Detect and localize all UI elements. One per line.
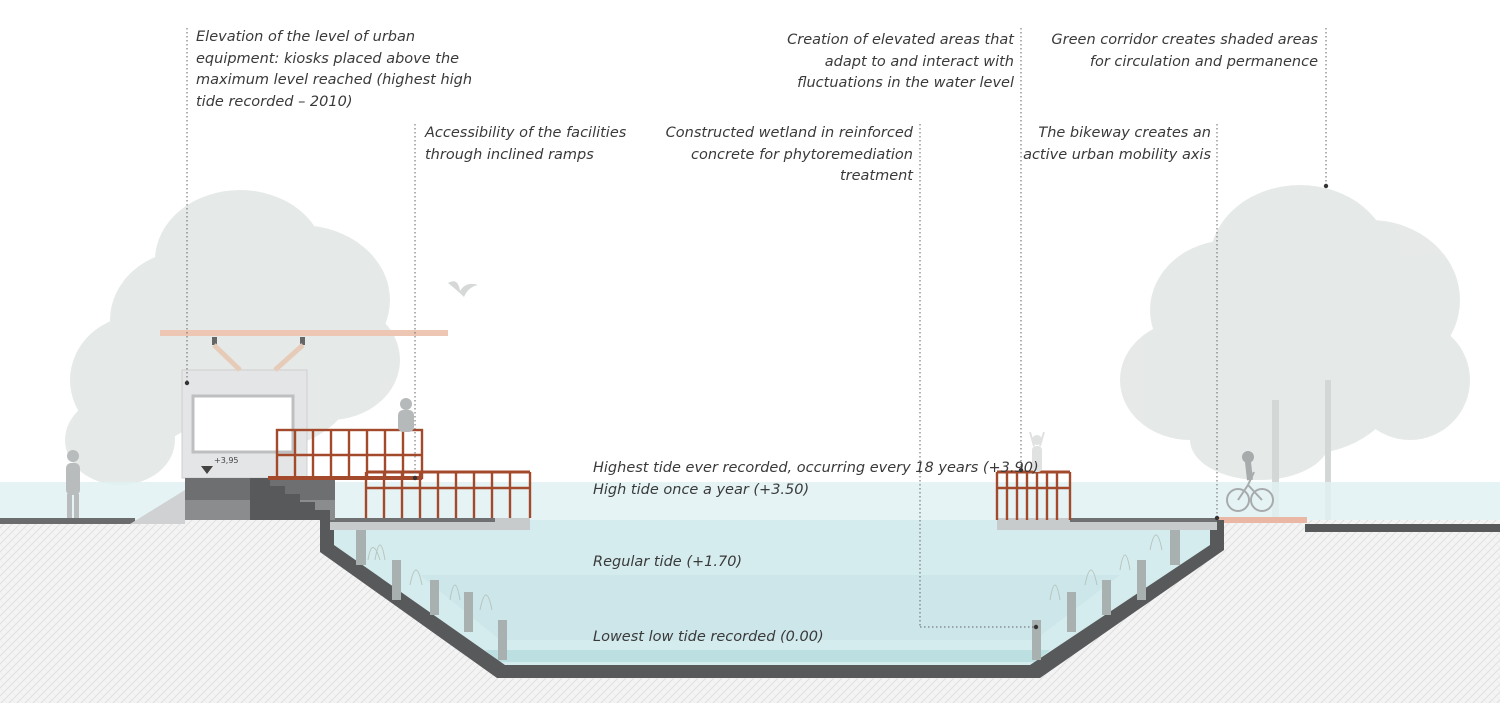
- tide-regular-label: Regular tide (+1.70): [593, 554, 743, 570]
- annotation-line: adapt to and interact with: [824, 53, 1014, 70]
- annotation-line: Creation of elevated areas that: [787, 32, 1014, 48]
- left-ramp: [130, 490, 185, 524]
- annotation-line: Accessibility of the facilities: [425, 125, 627, 141]
- pedestrian-left: [66, 450, 80, 518]
- canopy-support-left: [212, 337, 217, 345]
- leader-lines: [186, 28, 1327, 628]
- right-ground: [1305, 524, 1500, 532]
- annotation-line: Elevation of the level of urban: [196, 29, 416, 45]
- tide-lowest-label: Lowest low tide recorded (0.00): [593, 629, 824, 645]
- annotation-urban-equipment: Elevation of the level of urban equipmen…: [196, 27, 472, 113]
- annotation-line: concrete for phytoremediation: [690, 146, 913, 163]
- bird: [448, 281, 478, 297]
- person-stretching: [1029, 431, 1045, 472]
- channel-water-deep: [420, 575, 1120, 640]
- channel-water-lowest: [485, 650, 1050, 662]
- kiosk-level-label: +3,95: [214, 456, 239, 465]
- annotation-line: for circulation and permanence: [1089, 53, 1318, 70]
- annotation-line: fluctuations in the water level: [797, 75, 1014, 91]
- annotation-line: Green corridor creates shaded areas: [1051, 32, 1318, 48]
- annotation-line: Constructed wetland in reinforced: [665, 125, 913, 141]
- canopy-support-right: [300, 337, 305, 345]
- annotation-line: through inclined ramps: [425, 146, 594, 163]
- annotation-line: The bikeway creates an: [1038, 125, 1211, 141]
- annotation-line: equipment: kiosks placed above the: [196, 50, 460, 67]
- person-on-deck: [398, 398, 414, 432]
- right-railing: [995, 470, 1072, 520]
- kiosk-canopy: [160, 330, 448, 336]
- annotation-elevated-areas: Creation of elevated areas that adapt to…: [787, 30, 1014, 95]
- left-sidewalk: [0, 518, 135, 524]
- wetland-plants: [367, 534, 1163, 611]
- kiosk-window: [191, 394, 295, 454]
- tide-highest-label: Highest tide ever recorded, occurring ev…: [593, 460, 1039, 476]
- canopy-struts: [212, 343, 305, 372]
- tide-annual-label: High tide once a year (+3.50): [593, 482, 810, 498]
- annotation-line: maximum level reached (highest high: [196, 72, 473, 88]
- tree-right: [1120, 185, 1470, 520]
- bikeway-surface: [1215, 517, 1307, 523]
- wetland-posts: [356, 530, 1180, 660]
- annotation-green-corridor: Green corridor creates shaded areas for …: [1051, 30, 1318, 73]
- cyclist: [1226, 451, 1274, 512]
- ramp-railing: [364, 470, 532, 518]
- right-pier-edge: [1070, 518, 1217, 522]
- annotation-line: active urban mobility axis: [1023, 146, 1211, 163]
- annotation-line: tide recorded – 2010): [196, 93, 353, 110]
- annotation-line: treatment: [839, 168, 913, 184]
- annotation-bikeway: The bikeway creates an active urban mobi…: [1023, 123, 1211, 166]
- left-pier-edge: [330, 518, 495, 522]
- kiosk-railing: [268, 428, 424, 480]
- kiosk-stairs: [250, 478, 330, 520]
- level-marker-triangle: [201, 466, 213, 474]
- leader-dots: [184, 183, 1329, 630]
- annotation-wetland: Constructed wetland in reinforced concre…: [666, 123, 913, 188]
- annotation-ramps: Accessibility of the facilities through …: [425, 123, 626, 166]
